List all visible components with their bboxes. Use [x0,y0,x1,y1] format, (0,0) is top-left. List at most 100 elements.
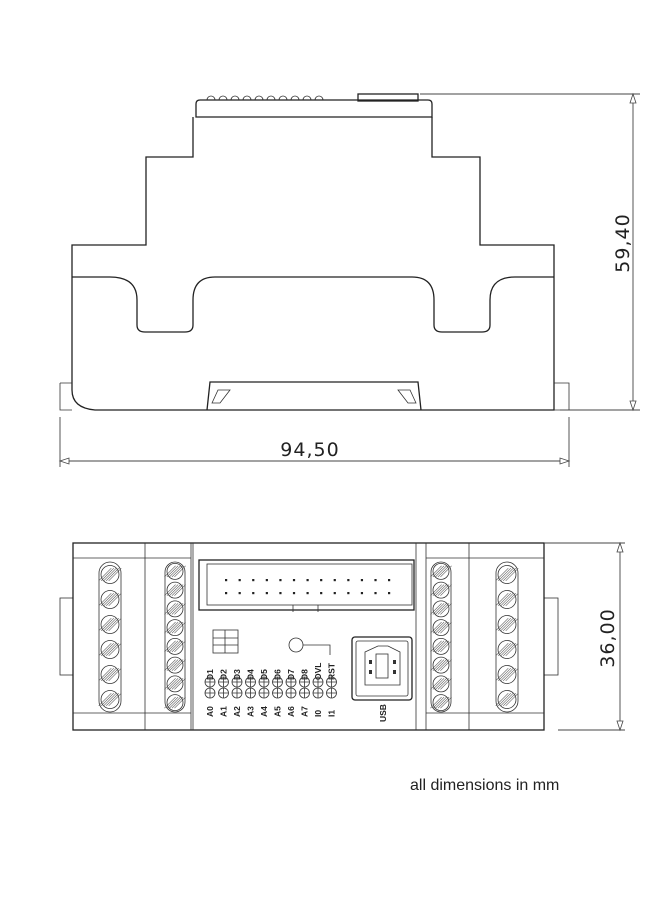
width-dimension-line [59,417,570,467]
led-indicator [285,676,297,688]
header-pin [225,592,228,595]
led-indicator [272,676,283,688]
led-indicator [245,676,256,688]
top-led [206,95,216,101]
header-pin [333,592,336,595]
terminal-screw[interactable] [495,615,519,634]
terminal-screw[interactable] [495,665,519,684]
top-led [266,95,276,101]
top-leds [206,95,324,101]
header-pin [225,579,228,582]
terminal-screw[interactable] [164,562,186,580]
led-label: A1 [219,706,229,717]
led-label: D2 [219,669,229,680]
left-side-clip [59,597,74,676]
led-indicator [245,687,256,699]
header-pin [306,579,309,582]
terminal-screw[interactable] [164,656,186,674]
terminal-screw[interactable] [430,562,452,580]
terminal-blocks [98,561,519,713]
height-dimension-label: 59,40 [612,213,634,272]
module-dividers [73,543,544,730]
top-led [230,95,240,101]
terminal-screw[interactable] [430,694,452,712]
led-label: A5 [273,706,283,717]
header-pin [292,579,296,582]
led-indicator [326,676,337,688]
led-indicator [204,687,216,699]
dip-switch[interactable] [212,629,239,654]
terminal-screw[interactable] [98,590,122,609]
header-pin [306,592,309,595]
terminal-screw[interactable] [164,581,186,599]
terminal-screw[interactable] [164,637,186,655]
led-label: A0 [205,706,215,717]
led-label: D4 [246,669,256,680]
led-label: I0 [313,710,323,717]
led-label: D8 [300,669,310,680]
terminal-screw[interactable] [164,694,186,712]
terminal-screw[interactable] [430,675,452,693]
terminal-screw[interactable] [495,640,519,659]
usb-port[interactable] [351,636,413,701]
led-label: D6 [273,669,283,680]
header-pin [360,579,364,582]
front-body [72,542,545,731]
terminal-screw[interactable] [430,581,452,599]
height-dimension-line [420,93,640,411]
led-label: A7 [300,706,310,717]
header-pin [360,592,364,595]
terminal-screw[interactable] [430,637,452,655]
top-connector [357,93,419,102]
header-pin [320,579,323,582]
right-side-clip [543,597,559,676]
header-pin [374,592,377,595]
width-dimension-arrows [58,457,571,465]
led-indicator [258,687,270,699]
reset-button[interactable] [288,637,304,653]
terminal-screw[interactable] [495,590,519,609]
top-led [302,95,312,101]
terminal-screw[interactable] [164,675,186,693]
terminal-screw[interactable] [430,656,452,674]
header-pin [279,592,282,595]
header-pin [238,579,241,582]
led-indicator [231,687,243,699]
led-label: D1 [205,669,215,680]
led-indicator [272,687,283,699]
terminal-screw[interactable] [98,665,122,684]
header-pin [238,592,241,595]
feet [59,382,570,411]
led-label: A6 [286,706,296,717]
side-view: 59,40 94,50 [58,92,640,467]
led-indicator [204,676,216,688]
header-pin [252,579,255,582]
led-indicator [218,676,229,688]
header-pin [292,592,296,595]
terminal-screw[interactable] [495,690,519,709]
usb-label: USB [378,704,388,722]
terminal-screw[interactable] [98,640,122,659]
terminal-screw[interactable] [98,565,122,584]
depth-dimension-arrows [616,541,624,732]
terminal-screw[interactable] [495,565,519,584]
terminal-screw[interactable] [430,600,452,618]
terminal-screw[interactable] [98,615,122,634]
rail-clip [206,381,422,411]
terminal-screw[interactable] [164,619,186,637]
header-pin [333,579,336,582]
top-led [254,95,264,101]
din-rail-cutout [72,276,554,333]
header-pins [225,579,391,595]
terminal-screw[interactable] [430,619,452,637]
top-led [278,95,288,101]
front-view: D1A0D2A1D3A2D4A3D5A4D6A5D7A6D8A7OVLI0RST… [59,541,625,732]
clip-latches [211,389,417,404]
led-indicator [312,676,324,688]
led-label: OVL [313,663,323,680]
led-indicator [299,687,310,699]
terminal-screw[interactable] [98,690,122,709]
top-led [290,95,300,101]
header-pin [265,579,268,582]
terminal-screw[interactable] [164,600,186,618]
